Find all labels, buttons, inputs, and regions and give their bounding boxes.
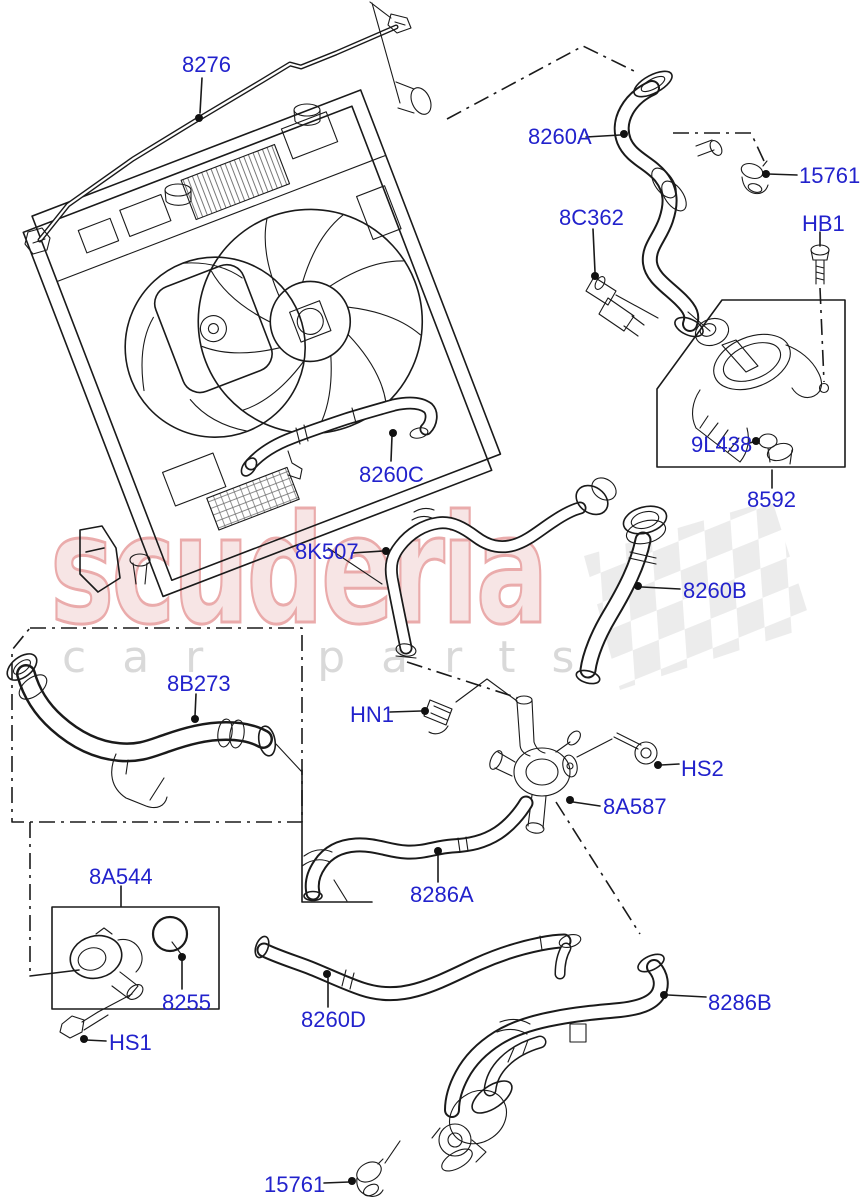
part-label-15761-bottom[interactable]: 15761 xyxy=(264,1172,326,1197)
hose-8260C-drawing xyxy=(240,396,438,480)
part-label-8286B[interactable]: 8286B xyxy=(708,990,772,1015)
bolt-HS1-drawing xyxy=(59,993,133,1039)
watermark-brand: scuderia xyxy=(49,484,550,658)
hose-8286A-drawing xyxy=(301,769,534,903)
part-label-8260A[interactable]: 8260A xyxy=(528,124,592,149)
hose-8260B-drawing xyxy=(575,505,668,685)
valve-8A587-drawing xyxy=(489,695,581,834)
label-leader-lines xyxy=(85,77,821,1184)
hose-8B273-drawing xyxy=(6,653,303,809)
part-label-HB1[interactable]: HB1 xyxy=(802,211,845,236)
detail-box-8B273 xyxy=(11,627,303,823)
bolt-HB1-drawing xyxy=(810,244,830,394)
bolt-HS2-drawing xyxy=(576,732,658,765)
hose-8286B-pump-drawing xyxy=(356,933,669,1197)
part-label-8276[interactable]: 8276 xyxy=(182,52,231,77)
part-label-8C362[interactable]: 8C362 xyxy=(559,205,624,230)
sensor-8C362-drawing xyxy=(585,276,645,337)
radiator-filler-caps xyxy=(164,81,432,206)
part-label-8260C[interactable]: 8260C xyxy=(359,462,424,487)
part-label-8592[interactable]: 8592 xyxy=(747,487,796,512)
radiator-foot-bracket xyxy=(79,525,121,593)
part-label-8260B[interactable]: 8260B xyxy=(683,578,747,603)
part-label-HS2[interactable]: HS2 xyxy=(681,756,724,781)
part-label-9L438[interactable]: 9L438 xyxy=(691,432,753,457)
part-label-8286A[interactable]: 8286A xyxy=(410,882,474,907)
part-label-15761-top[interactable]: 15761 xyxy=(799,163,860,188)
assembly-reference-lines xyxy=(11,45,825,977)
hose-8260A-drawing xyxy=(613,70,723,338)
radiator-fan-assembly-drawing xyxy=(22,81,502,598)
hose-8K507-drawing xyxy=(384,477,617,659)
plug-15761-top-drawing xyxy=(740,160,769,195)
part-label-8255[interactable]: 8255 xyxy=(162,990,211,1015)
part-label-8A544[interactable]: 8A544 xyxy=(89,864,153,889)
label-leader-dots xyxy=(80,114,770,1185)
part-label-8A587[interactable]: 8A587 xyxy=(603,794,667,819)
oring-9L438-drawing xyxy=(758,433,778,449)
part-label-8260D[interactable]: 8260D xyxy=(301,1007,366,1032)
detail-box-8A544 xyxy=(51,906,220,1010)
part-label-HS1[interactable]: HS1 xyxy=(109,1030,152,1055)
hose-8260D-drawing xyxy=(254,933,572,1002)
detail-box-8592 xyxy=(656,299,846,468)
watermark-tagline: car parts xyxy=(62,632,611,683)
oring-8255-drawing xyxy=(151,915,189,953)
part-label-HN1[interactable]: HN1 xyxy=(350,702,395,727)
hose-8276-drawing xyxy=(24,1,412,255)
plug-15761-bottom-drawing xyxy=(356,1158,384,1197)
part-label-8K507[interactable]: 8K507 xyxy=(295,539,359,564)
part-label-8B273[interactable]: 8B273 xyxy=(167,671,231,696)
clip-HN1-drawing xyxy=(423,678,518,735)
